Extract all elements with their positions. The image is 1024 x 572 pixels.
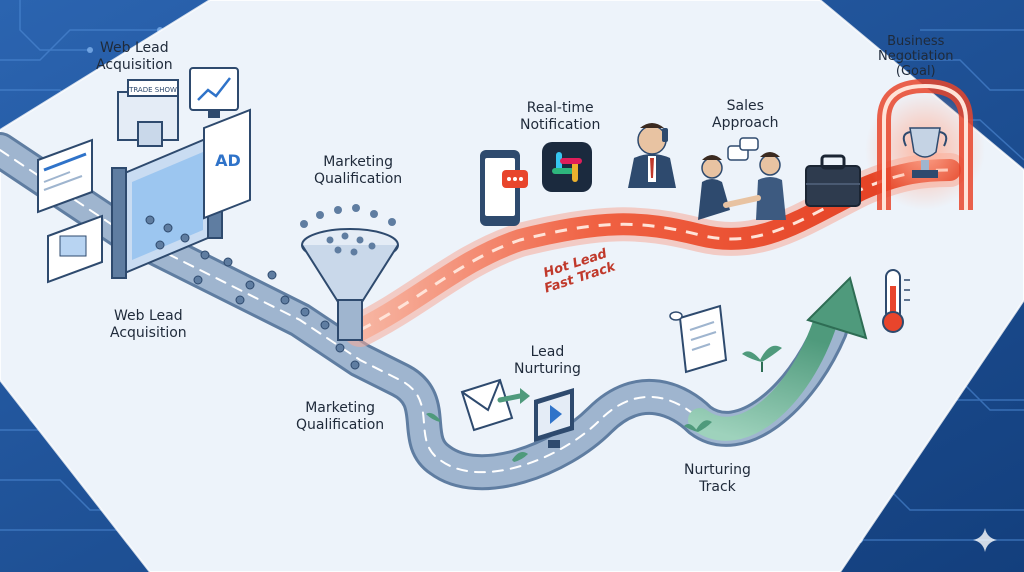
slack-icon (542, 142, 592, 192)
ad-text: AD (215, 151, 241, 170)
handshake-icon (698, 137, 786, 220)
sprout-icon (426, 345, 782, 462)
thermometer-icon (882, 269, 910, 333)
funnel-icon (300, 204, 399, 341)
analytics-monitor-icon (189, 67, 239, 118)
label-real-time-notification: Real-time Notification (520, 100, 601, 133)
ad-panel-icon: AD (203, 108, 251, 220)
web-page-icon (37, 138, 103, 284)
trophy-icon (902, 127, 948, 178)
briefcase-icon (805, 154, 861, 207)
phone-call-person-icon (628, 123, 676, 188)
nurture-arrow-icon (688, 276, 868, 441)
label-nurturing-track: Nurturing Track (684, 462, 751, 495)
label-marketing-qualification-top: Marketing Qualification (314, 154, 403, 187)
label-web-lead-acquisition-bottom: Web Lead Acquisition (110, 308, 187, 341)
hot-lead-fast-track (343, 153, 967, 347)
label-sales-approach: Sales Approach (712, 98, 779, 131)
sparkle-icon (973, 528, 997, 552)
email-icon (460, 378, 530, 432)
trade-show-booth-icon: TRADE SHOW (117, 79, 179, 147)
document-scroll-icon (669, 304, 728, 374)
booth-sign: TRADE SHOW (128, 86, 177, 94)
label-web-lead-acquisition-top: Web Lead Acquisition (96, 40, 173, 73)
lead-people (145, 215, 360, 370)
gate-icon (111, 129, 223, 279)
label-lead-nurturing: Lead Nurturing (514, 344, 581, 377)
label-business-negotiation-goal: Business Negotiation (Goal) (878, 34, 954, 79)
label-marketing-qualification-bottom: Marketing Qualification (296, 400, 385, 433)
smartphone-chat-icon (480, 150, 528, 226)
video-monitor-icon (534, 388, 574, 448)
